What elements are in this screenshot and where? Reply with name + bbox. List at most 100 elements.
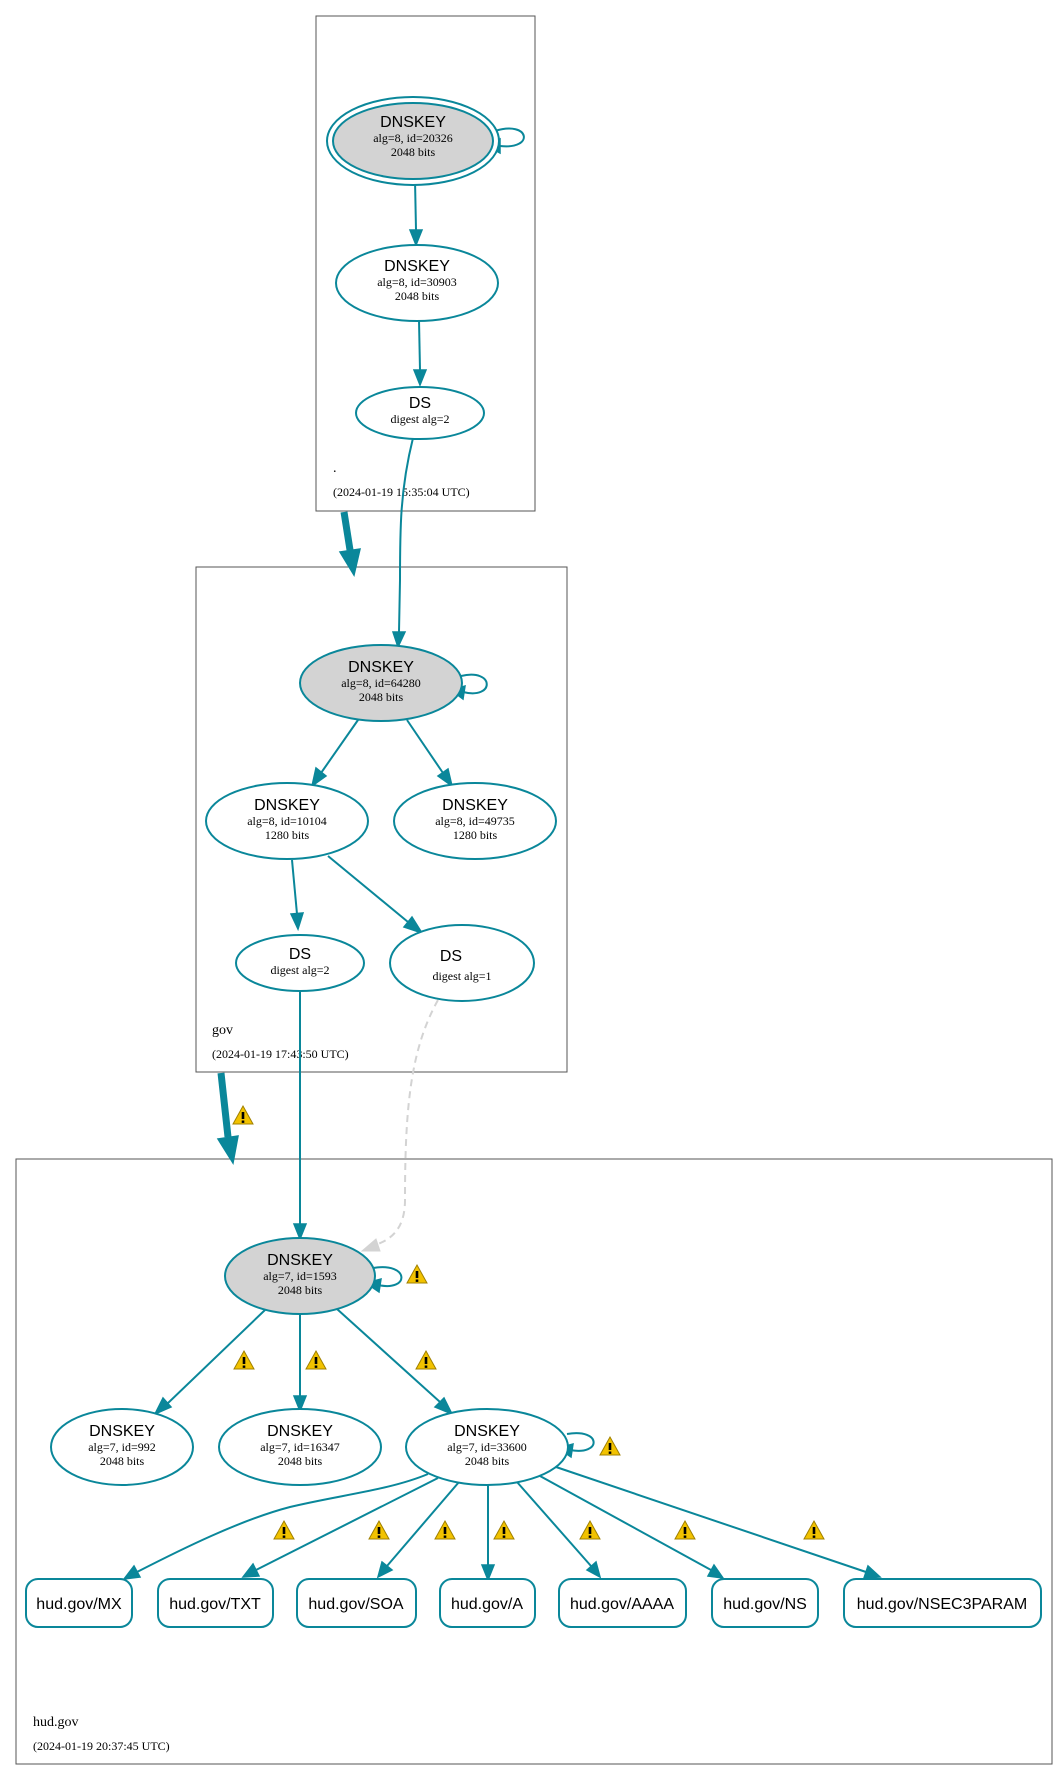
- node-hud-dnskey-16347-title: DNSKEY: [267, 1423, 333, 1440]
- edge-root-zsk-ds: [412, 319, 428, 388]
- rrset-soa[interactable]: hud.gov/SOA: [296, 1578, 417, 1628]
- rrset-soa-label: hud.gov/SOA: [308, 1596, 404, 1613]
- node-hud-ksk[interactable]: DNSKEY alg=7, id=1593 2048 bits: [224, 1237, 376, 1315]
- node-gov-zsk-49735-title: DNSKEY: [442, 797, 508, 814]
- node-root-zsk-line1: alg=8, id=30903: [377, 275, 457, 289]
- edge-gov-ksk-zsk2: [406, 719, 454, 788]
- node-hud-dnskey-33600-line2: 2048 bits: [465, 1454, 510, 1468]
- rrset-mx[interactable]: hud.gov/MX: [25, 1578, 133, 1628]
- edge-hud-k33600-nsec3param: [555, 1466, 882, 1579]
- node-root-ksk-line1: alg=8, id=20326: [373, 131, 453, 145]
- zone-root-name: .: [333, 461, 337, 476]
- node-root-ksk-title: DNSKEY: [380, 114, 446, 131]
- zone-gov-name: gov: [212, 1023, 233, 1038]
- zone-root-box: [315, 15, 536, 512]
- edge-hud-k33600-txt: [241, 1477, 439, 1578]
- warning-icon: [579, 1520, 601, 1540]
- node-root-ksk-line2: 2048 bits: [391, 145, 436, 159]
- rrset-ns-label: hud.gov/NS: [723, 1596, 807, 1613]
- edge-hud-k33600-mx: [122, 1473, 429, 1580]
- zone-hud-name: hud.gov: [33, 1715, 79, 1730]
- node-gov-ds-digest2[interactable]: DS digest alg=2: [235, 934, 365, 992]
- node-root-ksk[interactable]: DNSKEY alg=8, id=20326 2048 bits: [326, 96, 500, 186]
- edge-gov-ds1-hud-ksk-insecure: [360, 999, 439, 1252]
- delegation-arrow-root-gov: [338, 511, 361, 577]
- edge-hud-k33600-a: [480, 1485, 496, 1583]
- rrset-nsec3param[interactable]: hud.gov/NSEC3PARAM: [843, 1578, 1042, 1628]
- edge-hud-k33600-aaaa: [516, 1481, 602, 1579]
- warning-icon: [368, 1520, 390, 1540]
- node-gov-ksk-line1: alg=8, id=64280: [341, 676, 421, 690]
- warning-icon: [305, 1350, 327, 1370]
- node-hud-dnskey-16347-line1: alg=7, id=16347: [260, 1440, 340, 1454]
- warning-icon: [434, 1520, 456, 1540]
- warning-icon: [803, 1520, 825, 1540]
- node-hud-dnskey-33600[interactable]: DNSKEY alg=7, id=33600 2048 bits: [405, 1408, 569, 1486]
- node-hud-dnskey-992-title: DNSKEY: [89, 1423, 155, 1440]
- zone-root-timestamp: (2024-01-19 15:35:04 UTC): [333, 485, 470, 499]
- node-gov-ds-digest1-title: DS: [440, 948, 462, 965]
- node-root-zsk[interactable]: DNSKEY alg=8, id=30903 2048 bits: [335, 244, 499, 322]
- rrset-aaaa-label: hud.gov/AAAA: [570, 1596, 674, 1613]
- zone-gov-box: [195, 566, 568, 1073]
- rrset-a[interactable]: hud.gov/A: [439, 1578, 536, 1628]
- edge-hud-ksk-k992: [153, 1309, 266, 1416]
- node-hud-dnskey-992[interactable]: DNSKEY alg=7, id=992 2048 bits: [50, 1408, 194, 1486]
- node-hud-dnskey-16347[interactable]: DNSKEY alg=7, id=16347 2048 bits: [218, 1408, 382, 1486]
- edge-gov-ds2-hud-ksk: [292, 991, 308, 1242]
- zone-hud-box: [15, 1158, 1053, 1765]
- node-hud-dnskey-992-line2: 2048 bits: [100, 1454, 145, 1468]
- rrset-ns[interactable]: hud.gov/NS: [711, 1578, 819, 1628]
- node-root-zsk-title: DNSKEY: [384, 258, 450, 275]
- node-root-ds[interactable]: DS digest alg=2: [355, 386, 485, 440]
- node-gov-zsk-10104-line2: 1280 bits: [265, 828, 310, 842]
- edge-root-ds-gov-ksk: [391, 437, 414, 650]
- rrset-mx-label: hud.gov/MX: [36, 1596, 122, 1613]
- rrset-a-label: hud.gov/A: [451, 1596, 523, 1613]
- node-gov-zsk-10104-line1: alg=8, id=10104: [247, 814, 327, 828]
- delegation-arrow-gov-hud: [216, 1072, 239, 1166]
- node-gov-ds-digest1-line1: digest alg=1: [432, 969, 491, 983]
- node-gov-ds-digest2-line1: digest alg=2: [270, 963, 329, 977]
- node-hud-ksk-title: DNSKEY: [267, 1252, 333, 1269]
- warning-icon: [232, 1105, 254, 1125]
- node-gov-zsk-49735-line1: alg=8, id=49735: [435, 814, 515, 828]
- rrset-txt[interactable]: hud.gov/TXT: [157, 1578, 274, 1628]
- node-hud-dnskey-33600-line1: alg=7, id=33600: [447, 1440, 527, 1454]
- node-gov-ds-digest1[interactable]: DS digest alg=1: [389, 924, 535, 1002]
- node-root-ds-title: DS: [409, 395, 431, 412]
- edge-root-ksk-zsk: [408, 179, 424, 248]
- warning-icon: [233, 1350, 255, 1370]
- node-root-ds-line1: digest alg=2: [390, 412, 449, 426]
- rrset-aaaa[interactable]: hud.gov/AAAA: [558, 1578, 687, 1628]
- node-gov-ksk[interactable]: DNSKEY alg=8, id=64280 2048 bits: [299, 644, 463, 722]
- warning-icon: [415, 1350, 437, 1370]
- warning-icon: [599, 1436, 621, 1456]
- node-gov-ksk-title: DNSKEY: [348, 659, 414, 676]
- node-hud-dnskey-33600-title: DNSKEY: [454, 1423, 520, 1440]
- node-gov-zsk-10104-title: DNSKEY: [254, 797, 320, 814]
- rrset-nsec3param-label: hud.gov/NSEC3PARAM: [857, 1596, 1027, 1613]
- edge-gov-ksk-zsk1: [310, 719, 359, 788]
- warning-icon: [493, 1520, 515, 1540]
- warning-icon: [273, 1520, 295, 1540]
- zone-hud-timestamp: (2024-01-19 20:37:45 UTC): [33, 1739, 170, 1753]
- node-root-zsk-line2: 2048 bits: [395, 289, 440, 303]
- edge-hud-k33600-ns: [539, 1475, 725, 1579]
- edge-hud-ksk-k33600: [336, 1308, 454, 1416]
- edge-gov-zsk1-ds2: [289, 859, 305, 932]
- zone-gov-timestamp: (2024-01-19 17:43:50 UTC): [212, 1047, 349, 1061]
- node-gov-zsk-10104[interactable]: DNSKEY alg=8, id=10104 1280 bits: [205, 782, 369, 860]
- node-hud-ksk-line2: 2048 bits: [278, 1283, 323, 1297]
- edge-gov-zsk1-ds1: [327, 855, 424, 935]
- node-gov-ksk-line2: 2048 bits: [359, 690, 404, 704]
- node-gov-zsk-49735-line2: 1280 bits: [453, 828, 498, 842]
- node-hud-dnskey-16347-line2: 2048 bits: [278, 1454, 323, 1468]
- warning-icon: [674, 1520, 696, 1540]
- rrset-txt-label: hud.gov/TXT: [169, 1596, 261, 1613]
- warning-icon: [406, 1264, 428, 1284]
- node-hud-ksk-line1: alg=7, id=1593: [263, 1269, 337, 1283]
- edge-hud-k33600-soa: [376, 1481, 460, 1579]
- node-gov-zsk-49735[interactable]: DNSKEY alg=8, id=49735 1280 bits: [393, 782, 557, 860]
